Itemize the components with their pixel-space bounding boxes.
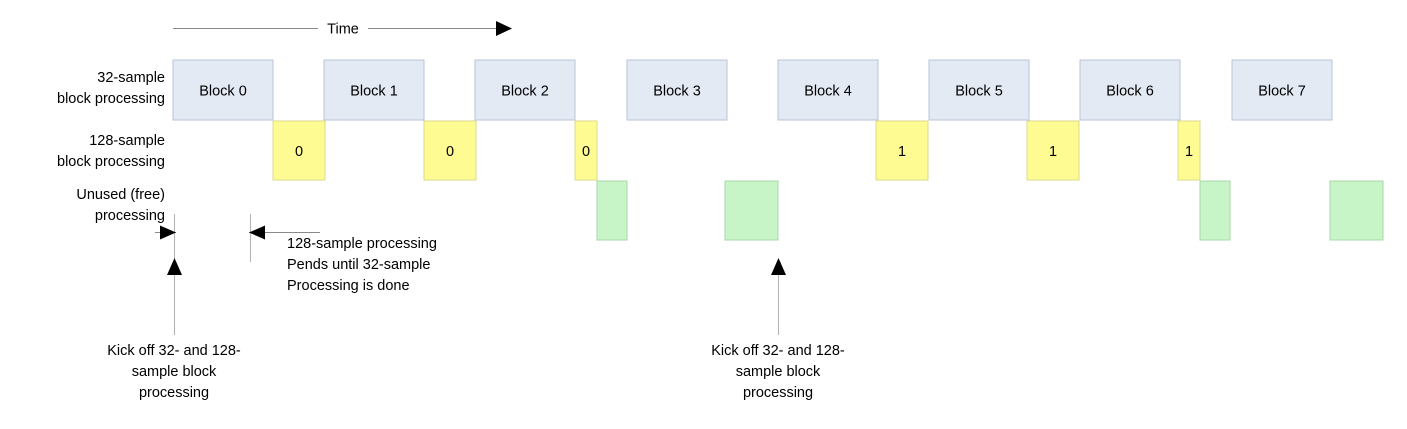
block-128-label: 0 [295,144,303,160]
row-label-32-line2: block processing [57,91,165,107]
block-32-rect [777,59,879,121]
dimension-markers [155,214,786,335]
block-128-label: 0 [582,144,590,160]
block-128-rect [875,120,929,181]
block-128-label: 1 [1049,144,1057,160]
row-label-128-line1: 128-sample [89,133,165,149]
time-axis: Time [173,21,512,38]
block-128-label: 1 [1185,144,1193,160]
kickoff-right-line-2: sample block [736,364,821,380]
32-sample-block-lane: Block 0 Block 1 Block 2 Block 3 Block 4 Block… [172,59,1333,121]
block-32-rect [1231,59,1333,121]
kickoff-right-line-3: processing [743,385,813,401]
kickoff-note-left: Kick off 32- and 128- sample block proce… [107,343,241,401]
unused-free-lane [596,180,1384,241]
kickoff-arrow-up-icon-left [167,258,182,275]
row-labels: 32-sample block processing 128-sample bl… [57,70,165,224]
kickoff-arrow-up-icon-right [771,258,786,275]
kickoff-right-line-1: Kick off 32- and 128- [711,343,845,359]
block-128-rect [1177,120,1201,181]
128-sample-block-lane: 0 0 0 1 1 1 [272,120,1201,181]
free-rect [596,180,628,241]
block-128-rect [1026,120,1080,181]
kickoff-note-right: Kick off 32- and 128- sample block proce… [711,343,845,401]
block-128-rect [574,120,598,181]
block-32-label: Block 1 [350,84,398,100]
block-32-rect [474,59,576,121]
block-32-label: Block 7 [1258,84,1306,100]
pend-note-line-1: 128-sample processing [287,236,437,252]
dim-arrow-left-icon [249,225,265,240]
block-32-rect [928,59,1030,121]
kickoff-left-line-3: processing [139,385,209,401]
pend-note: 128-sample processing Pends until 32-sam… [287,236,437,294]
kickoff-left-line-2: sample block [132,364,217,380]
block-32-label: Block 6 [1106,84,1154,100]
block-128-rect [423,120,477,181]
row-label-128-line2: block processing [57,154,165,170]
pend-note-line-3: Processing is done [287,278,410,294]
block-32-label: Block 4 [804,84,852,100]
arrow-right-icon [496,21,512,36]
pend-note-line-2: Pends until 32-sample [287,257,430,273]
row-label-free-line1: Unused (free) [76,187,165,203]
block-128-rect [272,120,326,181]
block-32-rect [626,59,728,121]
block-128-label: 1 [898,144,906,160]
block-32-label: Block 2 [501,84,549,100]
time-axis-label: Time [327,22,359,38]
block-32-rect [172,59,274,121]
block-32-rect [1079,59,1181,121]
kickoff-left-line-1: Kick off 32- and 128- [107,343,241,359]
row-label-32-line1: 32-sample [97,70,165,86]
block-32-rect [323,59,425,121]
free-rect [1199,180,1231,241]
block-128-label: 0 [446,144,454,160]
free-rect [724,180,779,241]
block-32-label: Block 3 [653,84,701,100]
block-32-label: Block 0 [199,84,247,100]
free-rect [1329,180,1384,241]
block-32-label: Block 5 [955,84,1003,100]
dim-arrow-right-icon [160,225,176,240]
row-label-free-line2: processing [95,208,165,224]
